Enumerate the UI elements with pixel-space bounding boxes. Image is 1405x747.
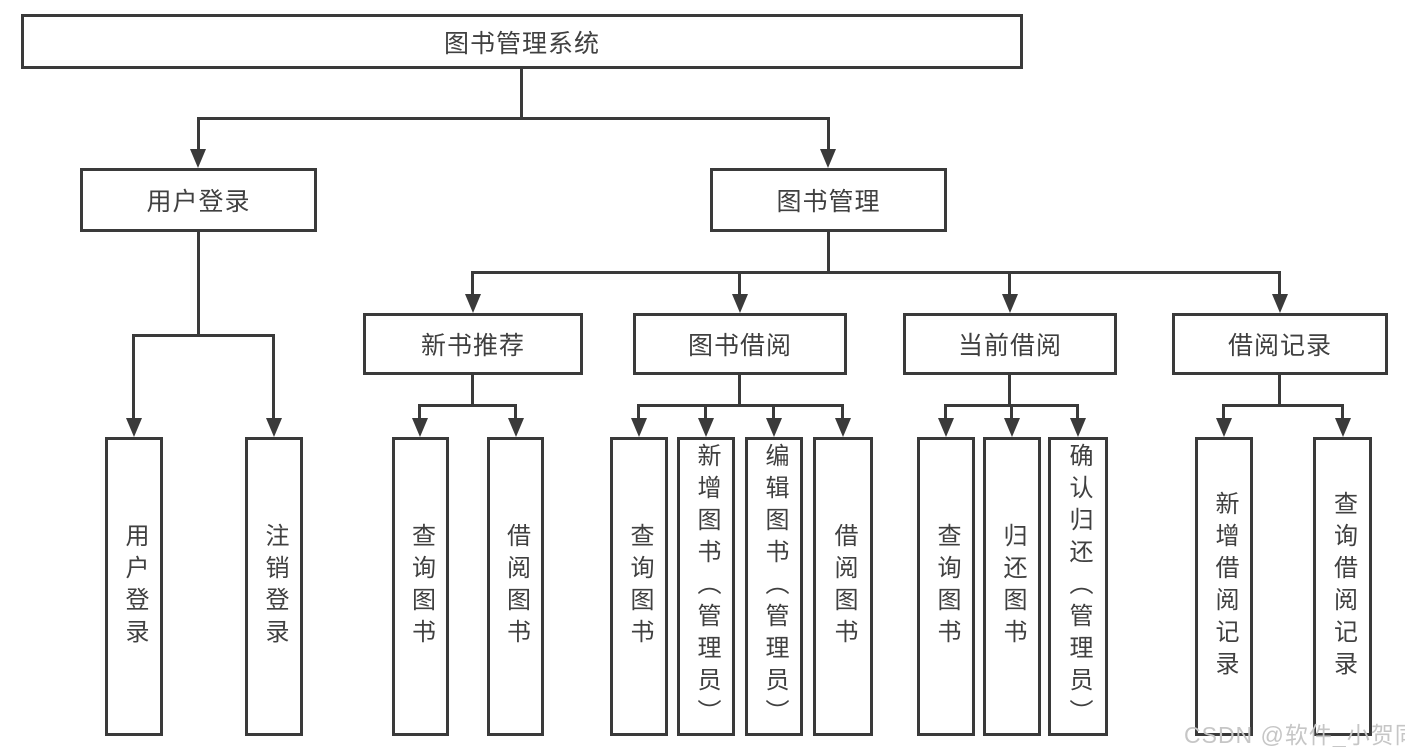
connector-line — [471, 375, 474, 406]
node-new-book-recommend: 新书推荐 — [363, 313, 583, 375]
arrowhead-icon — [1335, 418, 1351, 437]
leaf-query-book-borrow-label: 查询图书 — [626, 522, 653, 651]
connector-line — [1341, 404, 1344, 420]
node-current-borrow-label: 当前借阅 — [957, 332, 1062, 360]
node-borrow-record: 借阅记录 — [1172, 313, 1388, 375]
connector-line — [637, 404, 844, 407]
leaf-add-borrow-record-label: 新增借阅记录 — [1211, 490, 1238, 683]
connector-line — [1008, 271, 1011, 297]
leaf-query-book-current-label: 查询图书 — [933, 522, 960, 651]
connector-line — [827, 117, 830, 151]
arrowhead-icon — [1004, 418, 1020, 437]
node-book-management: 图书管理 — [710, 168, 947, 232]
leaf-borrow-book-recommend-label: 借阅图书 — [502, 522, 530, 651]
leaf-query-borrow-record-label: 查询借阅记录 — [1329, 490, 1357, 683]
connector-line — [197, 232, 200, 336]
arrowhead-icon — [266, 418, 282, 437]
arrowhead-icon — [1070, 418, 1086, 437]
node-current-borrow: 当前借阅 — [903, 313, 1117, 375]
leaf-return-book-label: 归还图书 — [999, 522, 1026, 651]
arrowhead-icon — [1002, 294, 1018, 313]
connector-line — [637, 404, 640, 420]
connector-line — [944, 404, 947, 420]
connector-line — [520, 68, 523, 118]
arrowhead-icon — [126, 418, 142, 437]
node-new-book-recommend-label: 新书推荐 — [420, 332, 525, 360]
connector-line — [738, 271, 741, 297]
leaf-borrow-book-borrow: 借阅图书 — [813, 437, 873, 736]
arrowhead-icon — [412, 418, 428, 437]
arrowhead-icon — [835, 418, 851, 437]
connector-line — [841, 404, 844, 420]
arrowhead-icon — [732, 294, 748, 313]
leaf-add-book-admin: 新增图书（管理员） — [677, 437, 735, 736]
arrowhead-icon — [1216, 418, 1232, 437]
node-root-label: 图书管理系统 — [443, 29, 600, 58]
connector-line — [514, 404, 517, 420]
connector-line — [272, 334, 275, 420]
node-user-login-label: 用户登录 — [146, 188, 251, 216]
arrowhead-icon — [938, 418, 954, 437]
leaf-add-book-admin-label: 新增图书（管理员） — [693, 442, 720, 731]
connector-line — [704, 404, 707, 420]
arrowhead-icon — [1272, 294, 1288, 313]
connector-line — [471, 271, 474, 297]
leaf-borrow-book-recommend: 借阅图书 — [487, 437, 544, 736]
leaf-edit-book-admin-label: 编辑图书（管理员） — [761, 442, 788, 731]
connector-line — [1222, 404, 1343, 407]
csdn-watermark: CSDN @软件_小贺同学 — [1184, 722, 1405, 747]
leaf-query-book-recommend: 查询图书 — [392, 437, 449, 736]
leaf-query-book-borrow: 查询图书 — [610, 437, 668, 736]
leaf-confirm-return-admin-label: 确认归还（管理员） — [1065, 442, 1092, 731]
leaf-logout-login-label: 注销登录 — [261, 522, 288, 651]
arrowhead-icon — [820, 149, 836, 168]
connector-line — [197, 117, 830, 120]
node-root: 图书管理系统 — [21, 14, 1023, 69]
leaf-user-login: 用户登录 — [105, 437, 163, 736]
connector-line — [1010, 404, 1013, 420]
connector-line — [1076, 404, 1079, 420]
connector-line — [471, 271, 1281, 274]
arrowhead-icon — [631, 418, 647, 437]
connector-line — [738, 375, 741, 406]
node-borrow-record-label: 借阅记录 — [1227, 332, 1332, 360]
arrowhead-icon — [190, 149, 206, 168]
connector-line — [772, 404, 775, 420]
connector-line — [197, 117, 200, 151]
node-user-login: 用户登录 — [80, 168, 317, 232]
connector-line — [1008, 375, 1011, 406]
arrowhead-icon — [508, 418, 524, 437]
connector-line — [418, 404, 421, 420]
leaf-logout-login: 注销登录 — [245, 437, 303, 736]
connector-line — [1222, 404, 1225, 420]
connector-line — [1278, 271, 1281, 297]
leaf-query-book-current: 查询图书 — [917, 437, 975, 736]
node-book-borrow: 图书借阅 — [633, 313, 847, 375]
connector-line — [418, 404, 517, 407]
leaf-borrow-book-borrow-label: 借阅图书 — [830, 522, 857, 651]
connector-line — [132, 334, 135, 420]
leaf-edit-book-admin: 编辑图书（管理员） — [745, 437, 803, 736]
leaf-return-book: 归还图书 — [983, 437, 1041, 736]
arrowhead-icon — [465, 294, 481, 313]
arrowhead-icon — [766, 418, 782, 437]
node-book-management-label: 图书管理 — [776, 188, 881, 216]
leaf-query-borrow-record: 查询借阅记录 — [1313, 437, 1372, 736]
arrowhead-icon — [698, 418, 714, 437]
leaf-confirm-return-admin: 确认归还（管理员） — [1048, 437, 1108, 736]
leaf-add-borrow-record: 新增借阅记录 — [1195, 437, 1253, 736]
connector-line — [827, 232, 830, 273]
leaf-query-book-recommend-label: 查询图书 — [407, 522, 435, 651]
connector-line — [132, 334, 274, 337]
connector-line — [1278, 375, 1281, 406]
node-book-borrow-label: 图书借阅 — [687, 332, 792, 360]
leaf-user-login-label: 用户登录 — [121, 522, 148, 651]
